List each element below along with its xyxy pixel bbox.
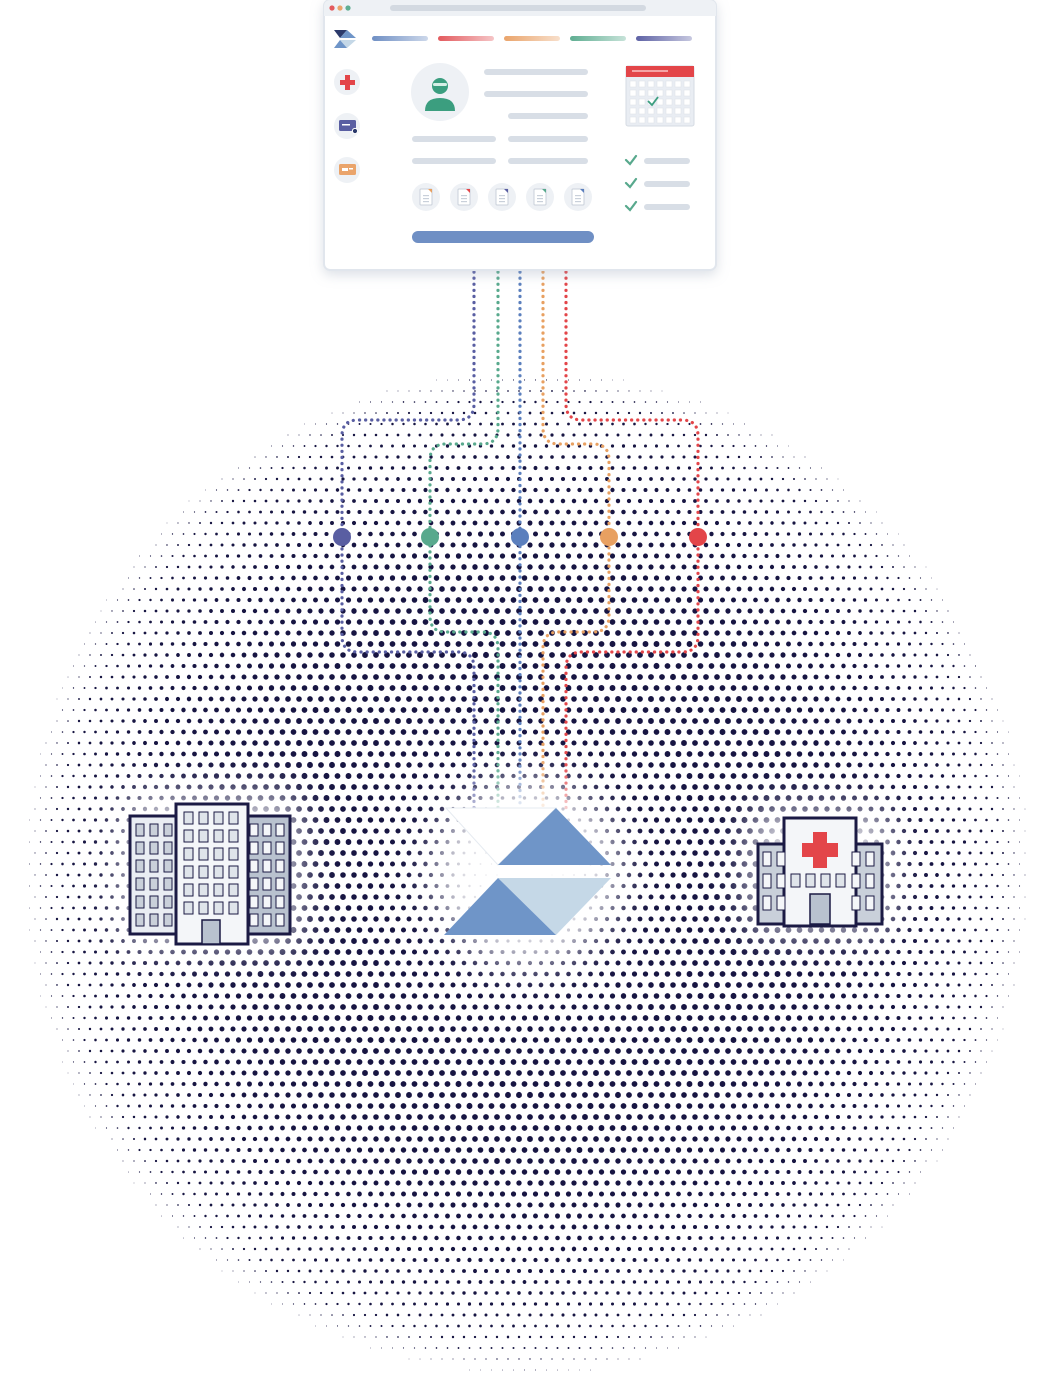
logo-icon bbox=[334, 30, 356, 48]
office-buildings-icon bbox=[122, 796, 298, 946]
calendar-icon[interactable] bbox=[625, 65, 695, 127]
profile-text-lines bbox=[412, 69, 588, 164]
connector-line-green bbox=[428, 270, 500, 810]
minimize-dot[interactable] bbox=[337, 5, 343, 11]
sidebar bbox=[334, 69, 360, 183]
hub-logo-icon bbox=[435, 780, 619, 964]
connector-line-orange bbox=[541, 270, 611, 810]
header-tabs bbox=[372, 36, 692, 41]
document-icon[interactable] bbox=[450, 183, 478, 211]
close-dot[interactable] bbox=[329, 5, 335, 11]
connector-node-orange bbox=[600, 528, 618, 546]
connector-node-blue bbox=[511, 528, 529, 546]
connector-line-red bbox=[564, 270, 700, 810]
maximize-dot[interactable] bbox=[345, 5, 351, 11]
connector-node-indigo bbox=[333, 528, 351, 546]
header-tab-3[interactable] bbox=[504, 36, 560, 41]
document-icon[interactable] bbox=[488, 183, 516, 211]
header-tab-4[interactable] bbox=[570, 36, 626, 41]
address-bar[interactable] bbox=[390, 5, 646, 11]
hospital-icon bbox=[750, 810, 890, 932]
connector-line-indigo bbox=[340, 270, 476, 810]
document-icon[interactable] bbox=[526, 183, 554, 211]
medical-cross-icon[interactable] bbox=[334, 69, 360, 95]
primary-action-bar[interactable] bbox=[412, 231, 594, 243]
document-icon[interactable] bbox=[564, 183, 592, 211]
connector-node-red bbox=[689, 528, 707, 546]
checklist-item[interactable] bbox=[624, 177, 690, 189]
checklist-item[interactable] bbox=[624, 200, 690, 212]
document-icon[interactable] bbox=[412, 183, 440, 211]
checklist-item[interactable] bbox=[624, 154, 690, 166]
user-avatar-icon bbox=[411, 63, 469, 121]
header-tab-2[interactable] bbox=[438, 36, 494, 41]
connector-nodes bbox=[333, 528, 707, 546]
window-controls bbox=[329, 5, 351, 11]
id-card-icon[interactable] bbox=[334, 113, 360, 139]
header-tab-1[interactable] bbox=[372, 36, 428, 41]
document-icons bbox=[412, 183, 592, 211]
header-tab-5[interactable] bbox=[636, 36, 692, 41]
credit-card-icon[interactable] bbox=[334, 157, 360, 183]
connector-node-green bbox=[421, 528, 439, 546]
checklist bbox=[624, 154, 690, 212]
